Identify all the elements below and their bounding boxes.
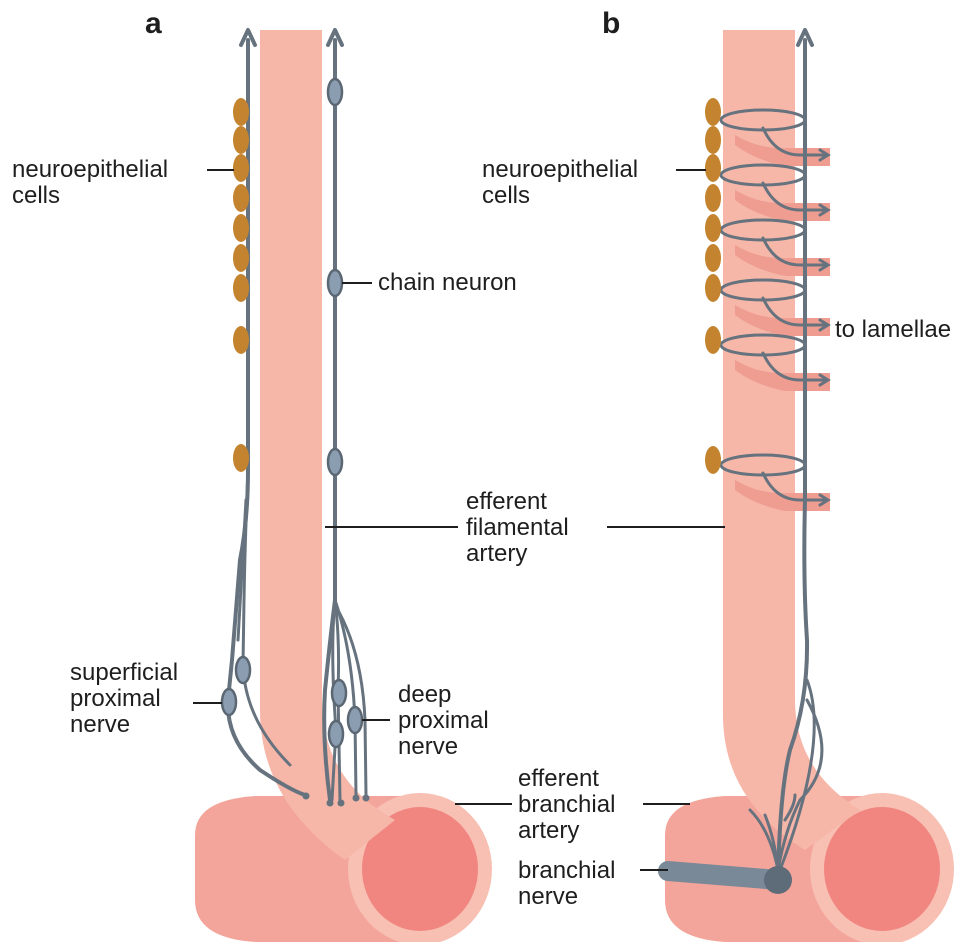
label-efferent-branchial-line3: artery <box>518 817 579 844</box>
label-chain-neuron: chain neuron <box>378 269 517 296</box>
label-superficial-line1: superficial <box>70 659 178 686</box>
label-efferent-filamental-line3: artery <box>466 540 527 567</box>
panel-label-a: a <box>145 7 162 40</box>
label-to-lamellae: to lamellae <box>835 316 951 343</box>
nerve-terminal-dot <box>338 800 345 807</box>
nerve-terminal-dot <box>353 795 360 802</box>
neuroepithelial-cells-b <box>705 98 721 474</box>
label-superficial-line3: nerve <box>70 711 130 738</box>
panel-b <box>665 30 954 942</box>
label-branchial-nerve-line2: nerve <box>518 883 578 910</box>
nerve-terminal-dot <box>327 800 334 807</box>
label-efferent-filamental-line1: efferent <box>466 488 547 515</box>
label-efferent-filamental-line2: filamental <box>466 514 569 541</box>
label-neuroepithelial-a-line2: cells <box>12 182 60 209</box>
label-deep-line1: deep <box>398 681 451 708</box>
label-deep-line3: nerve <box>398 733 458 760</box>
nerve-terminal-dot <box>363 795 370 802</box>
label-branchial-nerve-line1: branchial <box>518 857 615 884</box>
label-neuroepithelial-a-line1: neuroepithelial <box>12 156 168 183</box>
panel-a <box>195 30 492 942</box>
label-superficial-line2: proximal <box>70 685 161 712</box>
panel-label-b: b <box>602 7 620 40</box>
label-efferent-branchial-line2: branchial <box>518 791 615 818</box>
label-neuroepithelial-b-line1: neuroepithelial <box>482 156 638 183</box>
label-neuroepithelial-b-line2: cells <box>482 182 530 209</box>
nerve-terminal-dot <box>303 793 310 800</box>
efferent-filamental-artery-a <box>260 30 395 860</box>
label-deep-line2: proximal <box>398 707 489 734</box>
label-efferent-branchial-line1: efferent <box>518 765 599 792</box>
